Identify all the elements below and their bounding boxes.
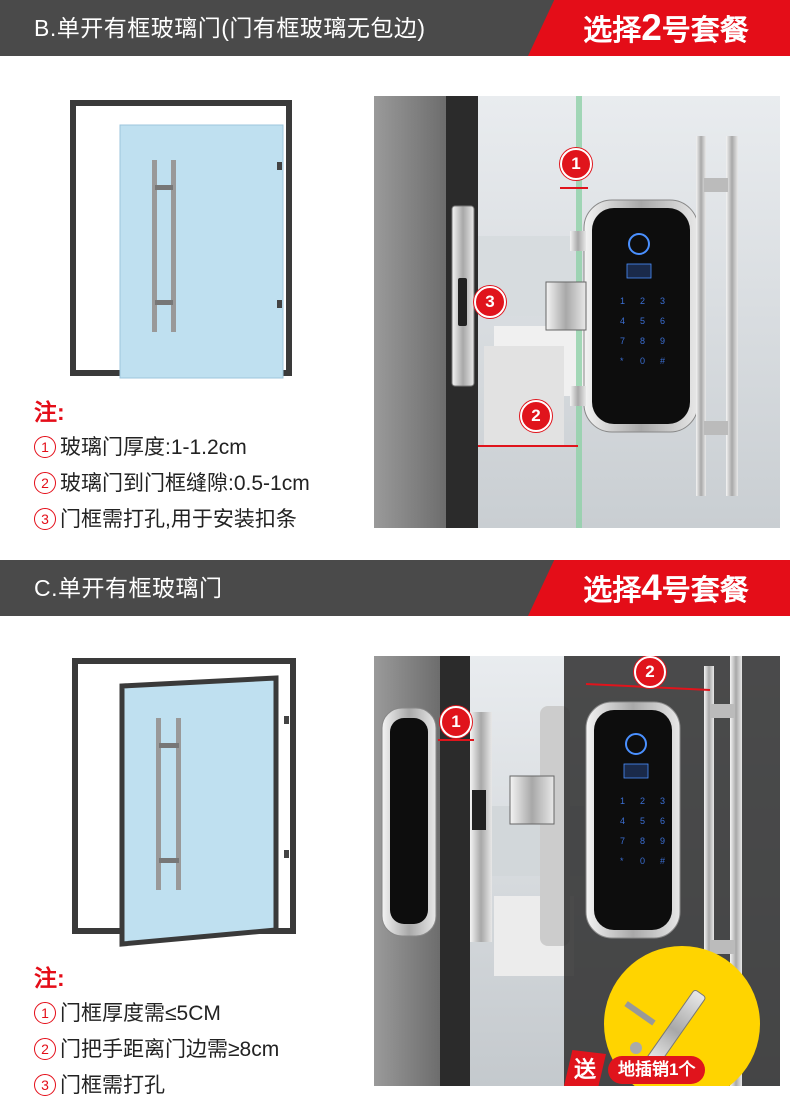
- keypad-key: 1: [620, 796, 625, 806]
- note-number-icon: 1: [34, 1002, 56, 1024]
- mount-bracket: [509, 775, 555, 825]
- hinge: [277, 162, 282, 170]
- keypad-key: *: [620, 356, 624, 366]
- package-suffix: 号套餐: [661, 575, 749, 607]
- marker-2: 2: [634, 656, 666, 688]
- keypad-key: 9: [660, 836, 665, 846]
- note-number-icon: 2: [34, 472, 56, 494]
- keypad-key: #: [660, 356, 665, 366]
- keypad-key: 6: [660, 816, 665, 826]
- section-b-package-text: 选择2号套餐: [528, 0, 790, 56]
- keypad-key: 7: [620, 836, 625, 846]
- section-b-door-diagram: [70, 100, 292, 379]
- keypad-key: 9: [660, 336, 665, 346]
- package-number: 4: [641, 567, 662, 608]
- gift-banner: 送 地插销1个: [564, 1050, 734, 1086]
- note-text: 玻璃门到门框缝隙:0.5-1cm: [60, 472, 310, 495]
- note-number-icon: 3: [34, 1074, 56, 1096]
- keypad: 1 2 3 4 5 6 7 8 9 * 0 #: [620, 296, 665, 366]
- keypad-key: 1: [620, 296, 625, 306]
- section-c-header: C.单开有框玻璃门 选择4号套餐: [0, 560, 790, 616]
- keypad-key: 0: [640, 856, 645, 866]
- keypad-key: 2: [640, 796, 645, 806]
- fingerprint-icon: [625, 733, 647, 755]
- keypad-key: 4: [620, 816, 625, 826]
- section-c-product-photo: 1 2 3 4 5 6 7 8 9 * 0 # 1 2 送 地插销1个: [374, 656, 780, 1086]
- door-handle: [156, 718, 161, 890]
- section-b-header: B.单开有框玻璃门(门有框玻璃无包边) 选择2号套餐: [0, 0, 790, 56]
- keypad-key: 8: [640, 336, 645, 346]
- keypad-key: 5: [640, 816, 645, 826]
- section-b-product-photo: 1 2 3 4 5 6 7 8 9 * 0 # 1 2 3: [374, 96, 780, 528]
- keypad-key: 4: [620, 316, 625, 326]
- package-prefix: 选择: [583, 15, 642, 47]
- keypad-key: 3: [660, 296, 665, 306]
- pull-handle: [696, 136, 706, 496]
- note-text: 门把手距离门边需≥8cm: [60, 1038, 280, 1061]
- lcd-screen: [626, 263, 652, 279]
- section-c-package-text: 选择4号套餐: [528, 560, 790, 616]
- keypad-key: 7: [620, 336, 625, 346]
- package-prefix: 选择: [583, 575, 642, 607]
- keypad-key: 5: [640, 316, 645, 326]
- gift-label: 地插销1个: [608, 1056, 706, 1084]
- note-text: 门框厚度需≤5CM: [60, 1002, 221, 1025]
- package-number: 2: [641, 7, 662, 48]
- wall-panel: [374, 96, 446, 528]
- note-text: 门框需打孔: [60, 1074, 165, 1097]
- door-handle: [152, 160, 157, 332]
- mount-bracket: [545, 281, 587, 331]
- note-number-icon: 1: [34, 436, 56, 458]
- keypad-key: 8: [640, 836, 645, 846]
- marker-1: 1: [440, 706, 472, 738]
- section-c-door-diagram: [72, 658, 296, 947]
- keypad-key: 0: [640, 356, 645, 366]
- notes-title: 注:: [34, 965, 65, 991]
- lcd-screen: [623, 763, 649, 779]
- marker-2: 2: [520, 400, 552, 432]
- keypad-key: 2: [640, 296, 645, 306]
- hinge: [284, 716, 289, 724]
- notes-title: 注:: [34, 399, 65, 425]
- note-text: 门框需打孔,用于安装扣条: [60, 508, 297, 531]
- keypad-key: *: [620, 856, 624, 866]
- glass-panel: [119, 675, 279, 947]
- note-number-icon: 2: [34, 1038, 56, 1060]
- marker-3: 3: [474, 286, 506, 318]
- fingerprint-icon: [628, 233, 650, 255]
- keypad: 1 2 3 4 5 6 7 8 9 * 0 #: [620, 796, 665, 866]
- section-c-package-tag: 选择4号套餐: [528, 560, 790, 616]
- note-text: 玻璃门厚度:1-1.2cm: [60, 436, 247, 459]
- keypad-key: 6: [660, 316, 665, 326]
- pull-handle: [704, 666, 714, 1066]
- marker-1: 1: [560, 148, 592, 180]
- section-b-package-tag: 选择2号套餐: [528, 0, 790, 56]
- keypad-key: #: [660, 856, 665, 866]
- gift-prefix-badge: 送: [564, 1050, 606, 1086]
- glass-panel: [119, 124, 284, 379]
- section-b-title: B.单开有框玻璃门(门有框玻璃无包边): [34, 15, 426, 41]
- package-suffix: 号套餐: [661, 15, 749, 47]
- section-c-title: C.单开有框玻璃门: [34, 575, 223, 601]
- keypad-key: 3: [660, 796, 665, 806]
- note-number-icon: 3: [34, 508, 56, 530]
